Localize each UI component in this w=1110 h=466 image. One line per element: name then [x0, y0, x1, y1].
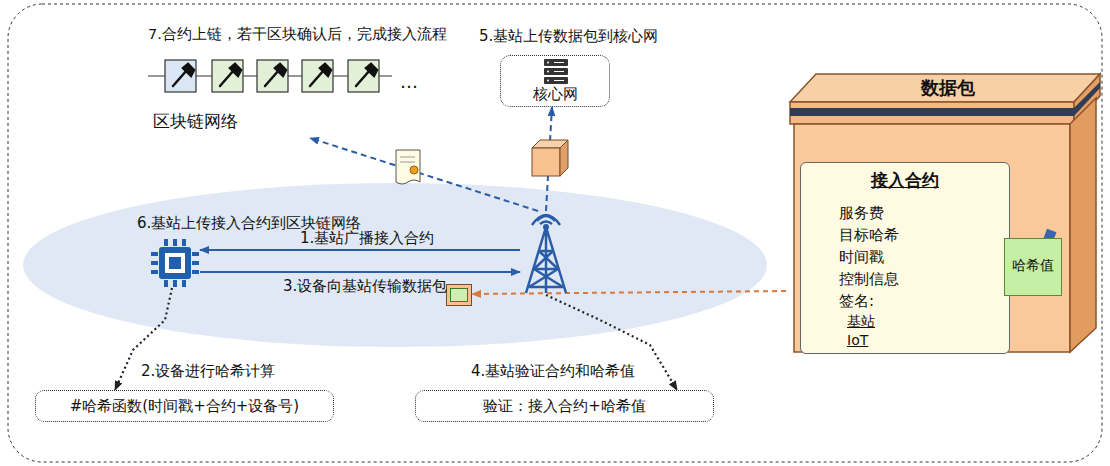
node-box: 2.设备进行哈希计算#哈希函数(时间戳+合约+设备号) — [35, 390, 334, 422]
connector — [200, 271, 520, 273]
coverage-ellipse — [23, 183, 767, 347]
node-text: 时间戳 — [839, 249, 884, 266]
node-box: 数据包接入合约服务费目标哈希时间戳控制信息签名: 基站 IoT 哈希值 — [786, 62, 1106, 354]
connector — [200, 249, 520, 251]
node-text: 哈希值 — [1005, 257, 1061, 273]
hammer-icons — [173, 64, 377, 86]
node-text: IoT — [847, 332, 868, 348]
node-box: 接入合约服务费目标哈希时间戳控制信息签名: 基站 IoT — [800, 162, 1010, 354]
node-box — [446, 284, 472, 306]
node-box — [520, 211, 572, 295]
node-text: 数据包 — [921, 78, 975, 99]
connector — [472, 291, 786, 294]
contract-certificate — [396, 150, 420, 184]
node-text: 核心网 — [501, 86, 609, 103]
frame — [8, 4, 1102, 462]
node-box: 哈希值 — [1004, 238, 1062, 296]
edge-label: 3.设备向基站传输数据包 — [283, 278, 447, 295]
tower-icon — [520, 211, 572, 295]
server-icon — [536, 59, 576, 85]
chip-icon — [150, 238, 200, 288]
node-text: 5.基站上传数据包到核心网 — [479, 28, 658, 45]
packet-cube — [532, 140, 568, 176]
node-text: 2.设备进行哈希计算 — [141, 363, 275, 380]
node-text: 目标哈希 — [839, 227, 899, 244]
node-text: 区块链网络 — [153, 112, 238, 132]
node-box: 5.基站上传数据包到核心网核心网 — [500, 55, 610, 107]
node-text: #哈希函数(时间戳+合约+设备号) — [36, 398, 333, 415]
node-text: 服务费 — [839, 205, 884, 222]
node-text: 基站 — [847, 313, 875, 329]
chain-ellipsis: … — [400, 72, 418, 93]
node-text: 验证：接入合约+哈希值 — [416, 398, 713, 415]
node-text: 7.合约上链，若干区块确认后，完成接入流程 — [148, 26, 447, 43]
edge-label: 6.基站上传接入合约到区块链网络 — [137, 215, 361, 232]
connector — [310, 138, 538, 211]
node-box: 4.基站验证合约和哈希值验证：接入合约+哈希值 — [415, 390, 714, 422]
block-chain — [165, 60, 379, 92]
node-text: 签名: — [839, 293, 874, 310]
node-box — [150, 238, 200, 288]
node-text: 接入合约 — [801, 171, 1009, 191]
node-text: 4.基站验证合约和哈希值 — [471, 363, 635, 380]
edge-label: 1.基站广播接入合约 — [300, 230, 434, 247]
node-text: 控制信息 — [839, 271, 899, 288]
